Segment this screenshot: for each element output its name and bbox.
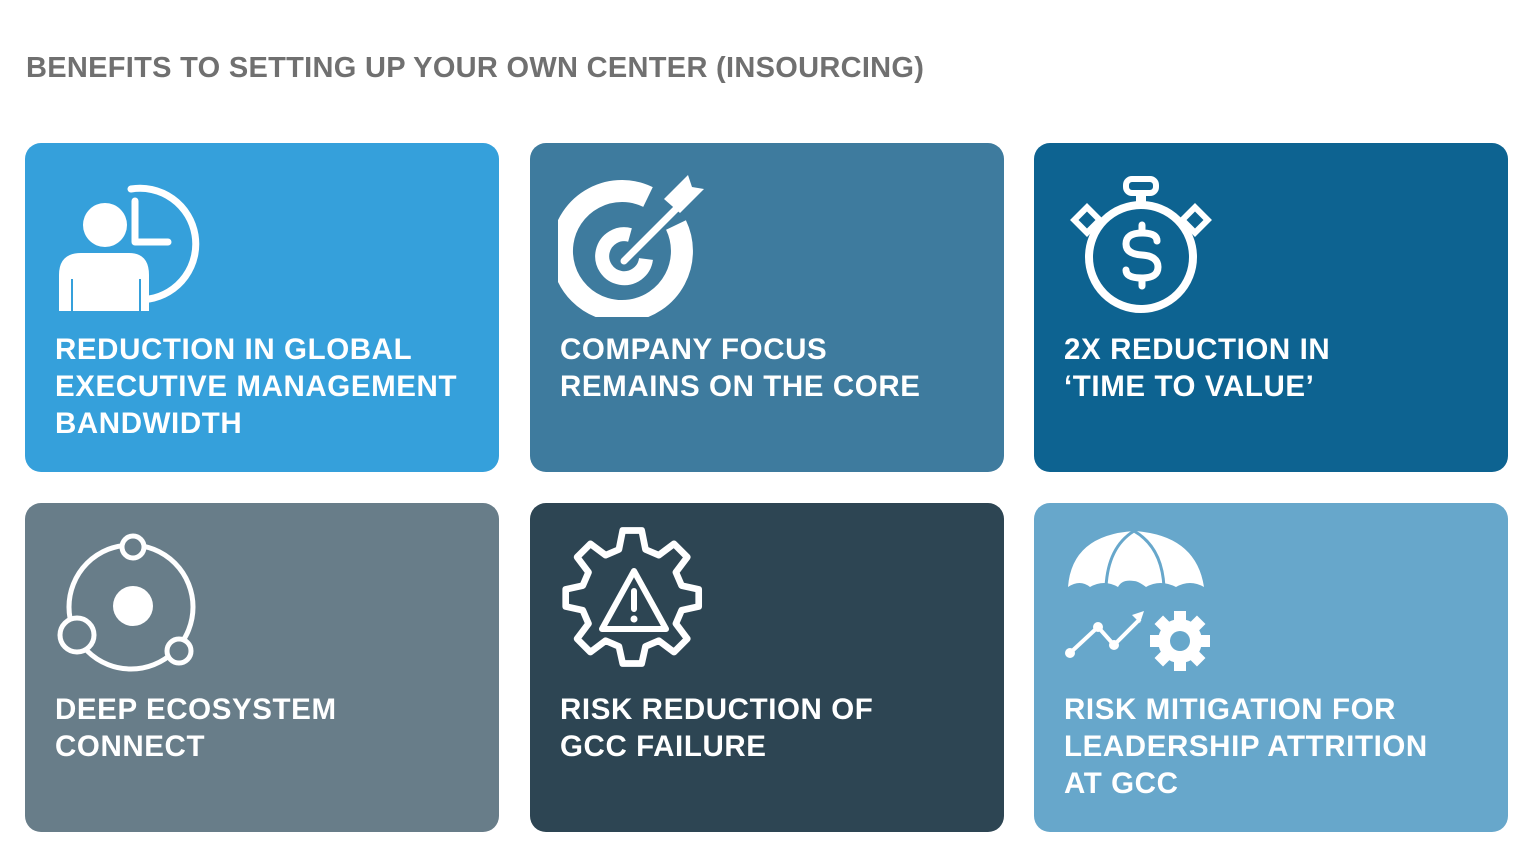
- benefit-label: REDUCTION IN GLOBAL EXECUTIVE MANAGEMENT…: [55, 333, 458, 440]
- page-title: BENEFITS TO SETTING UP YOUR OWN CENTER (…: [26, 52, 925, 84]
- benefit-card-ecosystem-connect: DEEP ECOSYSTEM CONNECT: [25, 503, 499, 832]
- benefit-label: DEEP ECOSYSTEM CONNECT: [55, 693, 337, 763]
- gear-warning-icon: [558, 527, 708, 677]
- person-clock-icon: [53, 167, 203, 317]
- benefit-label: RISK REDUCTION OF GCC FAILURE: [560, 693, 874, 763]
- benefit-card-leadership-attrition: RISK MITIGATION FOR LEADERSHIP ATTRITION…: [1034, 503, 1508, 832]
- umbrella-growth-gear-icon: [1062, 527, 1212, 677]
- benefit-label: 2X REDUCTION IN ‘TIME TO VALUE’: [1064, 333, 1331, 403]
- benefit-card-time-to-value: 2X REDUCTION IN ‘TIME TO VALUE’: [1034, 143, 1508, 472]
- stopwatch-dollar-icon: [1062, 167, 1212, 317]
- benefit-label: RISK MITIGATION FOR LEADERSHIP ATTRITION…: [1064, 693, 1428, 800]
- benefit-card-gcc-failure: RISK REDUCTION OF GCC FAILURE: [530, 503, 1004, 832]
- benefit-label: COMPANY FOCUS REMAINS ON THE CORE: [560, 333, 921, 403]
- benefit-card-executive-bandwidth: REDUCTION IN GLOBAL EXECUTIVE MANAGEMENT…: [25, 143, 499, 472]
- orbit-network-icon: [53, 527, 203, 677]
- benefit-card-company-focus: COMPANY FOCUS REMAINS ON THE CORE: [530, 143, 1004, 472]
- target-arrow-icon: [558, 167, 708, 317]
